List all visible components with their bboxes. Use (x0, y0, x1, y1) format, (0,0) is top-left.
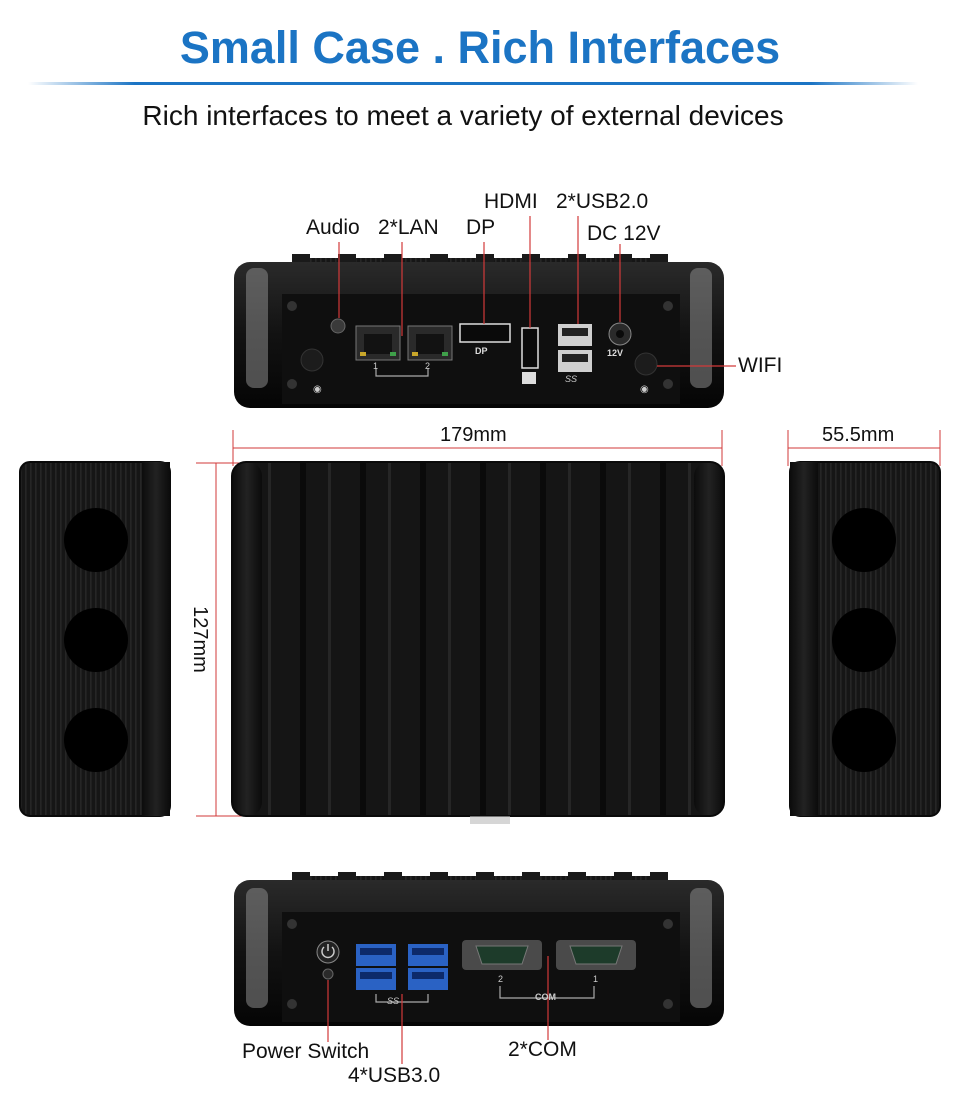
usb2-logo-mark: SS (565, 374, 578, 384)
com-ports (462, 940, 636, 999)
com-label: 2*COM (508, 1038, 577, 1061)
left-side-view (19, 461, 171, 817)
title-underline (28, 82, 918, 85)
svg-text:◉: ◉ (313, 384, 322, 395)
usb3-logo-mark: SS (387, 996, 400, 1006)
lan-2-mark: 2 (425, 361, 431, 371)
front-panel: ◉ ◉ (234, 216, 736, 408)
power-switch-label: Power Switch (242, 1040, 370, 1063)
lan-label: 2*LAN (378, 216, 439, 239)
page-subtitle: Rich interfaces to meet a variety of ext… (142, 100, 784, 131)
audio-jack-icon (330, 318, 346, 334)
antenna-mount-left (300, 348, 324, 372)
right-side-view (789, 461, 941, 817)
lan-1-mark: 1 (373, 361, 379, 371)
length-dimension: 179mm (440, 424, 507, 446)
dc-port-mark: 12V (607, 348, 624, 358)
rear-panel (234, 872, 724, 1064)
dp-port (459, 323, 511, 343)
usb3-label: 4*USB3.0 (348, 1064, 441, 1087)
lan-ports (355, 325, 453, 377)
dp-port-mark: DP (475, 346, 488, 356)
top-view (231, 461, 725, 824)
com-mark: COM (535, 992, 556, 1002)
hdmi-port (521, 327, 539, 369)
hdmi-label: HDMI (484, 190, 538, 213)
usb3-ports (356, 944, 448, 1003)
antenna-mount-right (634, 352, 658, 376)
page-title: Small Case . Rich Interfaces (179, 22, 781, 73)
audio-label: Audio (306, 216, 360, 239)
dimension-lines (196, 430, 941, 817)
rear-leader-lines (327, 956, 549, 1064)
height-dimension: 55.5mm (822, 424, 895, 446)
dc-label: DC 12V (587, 222, 661, 245)
com-1-mark: 1 (593, 974, 599, 984)
dp-label: DP (466, 216, 496, 239)
com-2-mark: 2 (498, 974, 504, 984)
front-leader-lines (338, 216, 736, 367)
power-button-icon (316, 940, 340, 964)
wifi-label: WIFI (738, 354, 783, 377)
usb2-label: 2*USB2.0 (556, 190, 649, 213)
usb2-ports (558, 324, 592, 372)
width-dimension: 127mm (188, 606, 211, 673)
svg-text:◉: ◉ (640, 384, 649, 395)
